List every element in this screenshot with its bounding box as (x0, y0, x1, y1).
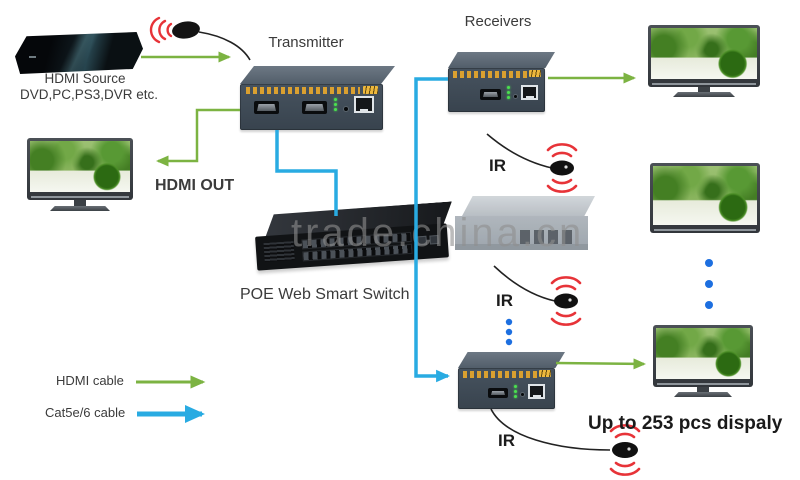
transmitter-label: Transmitter (268, 34, 344, 51)
ir-label-1: IR (489, 156, 506, 175)
transmitter-hdmi-out-port (302, 101, 327, 114)
hdmi-source-device (15, 32, 143, 74)
transmitter-top-face (240, 66, 395, 84)
legend-hdmi-cable-label: HDMI cable (56, 373, 124, 388)
ir-label-3: IR (498, 431, 515, 450)
transmitter-status-leds (334, 98, 337, 111)
hdmi-source-label-line2: DVD,PC,PS3,DVR etc. (20, 86, 159, 102)
transmitter-rj45-port (354, 96, 374, 113)
ir-label-2: IR (496, 291, 513, 310)
transmitter-hdmi-in-port (254, 101, 279, 114)
poe-switch-label: POE Web Smart Switch (240, 286, 410, 303)
receiver-1-hdmi-port (480, 89, 501, 100)
hdmi-source-label-line1: HDMI Source (44, 71, 126, 86)
transmitter-reset-button (343, 106, 349, 112)
receiver-1-rj45-port (521, 85, 538, 100)
transmitter-stripe (246, 87, 360, 94)
capacity-note: Up to 253 pcs dispaly (588, 413, 783, 434)
hdmi-out-label: HDMI OUT (155, 177, 235, 194)
receiver-3-rj45-port (528, 384, 545, 399)
receiver-3-hdmi-port (488, 388, 508, 398)
hdmi-source-label: HDMI Source DVD,PC,PS3,DVR etc. (20, 71, 159, 102)
receivers-label: Receivers (464, 13, 532, 30)
legend-cat5e6-cable-label: Cat5e/6 cable (45, 405, 126, 420)
tv-left-screen (30, 141, 130, 192)
tv-left-frame (27, 138, 133, 200)
watermark: trade.china.cn (291, 211, 585, 255)
transmitter-logo (363, 86, 378, 94)
